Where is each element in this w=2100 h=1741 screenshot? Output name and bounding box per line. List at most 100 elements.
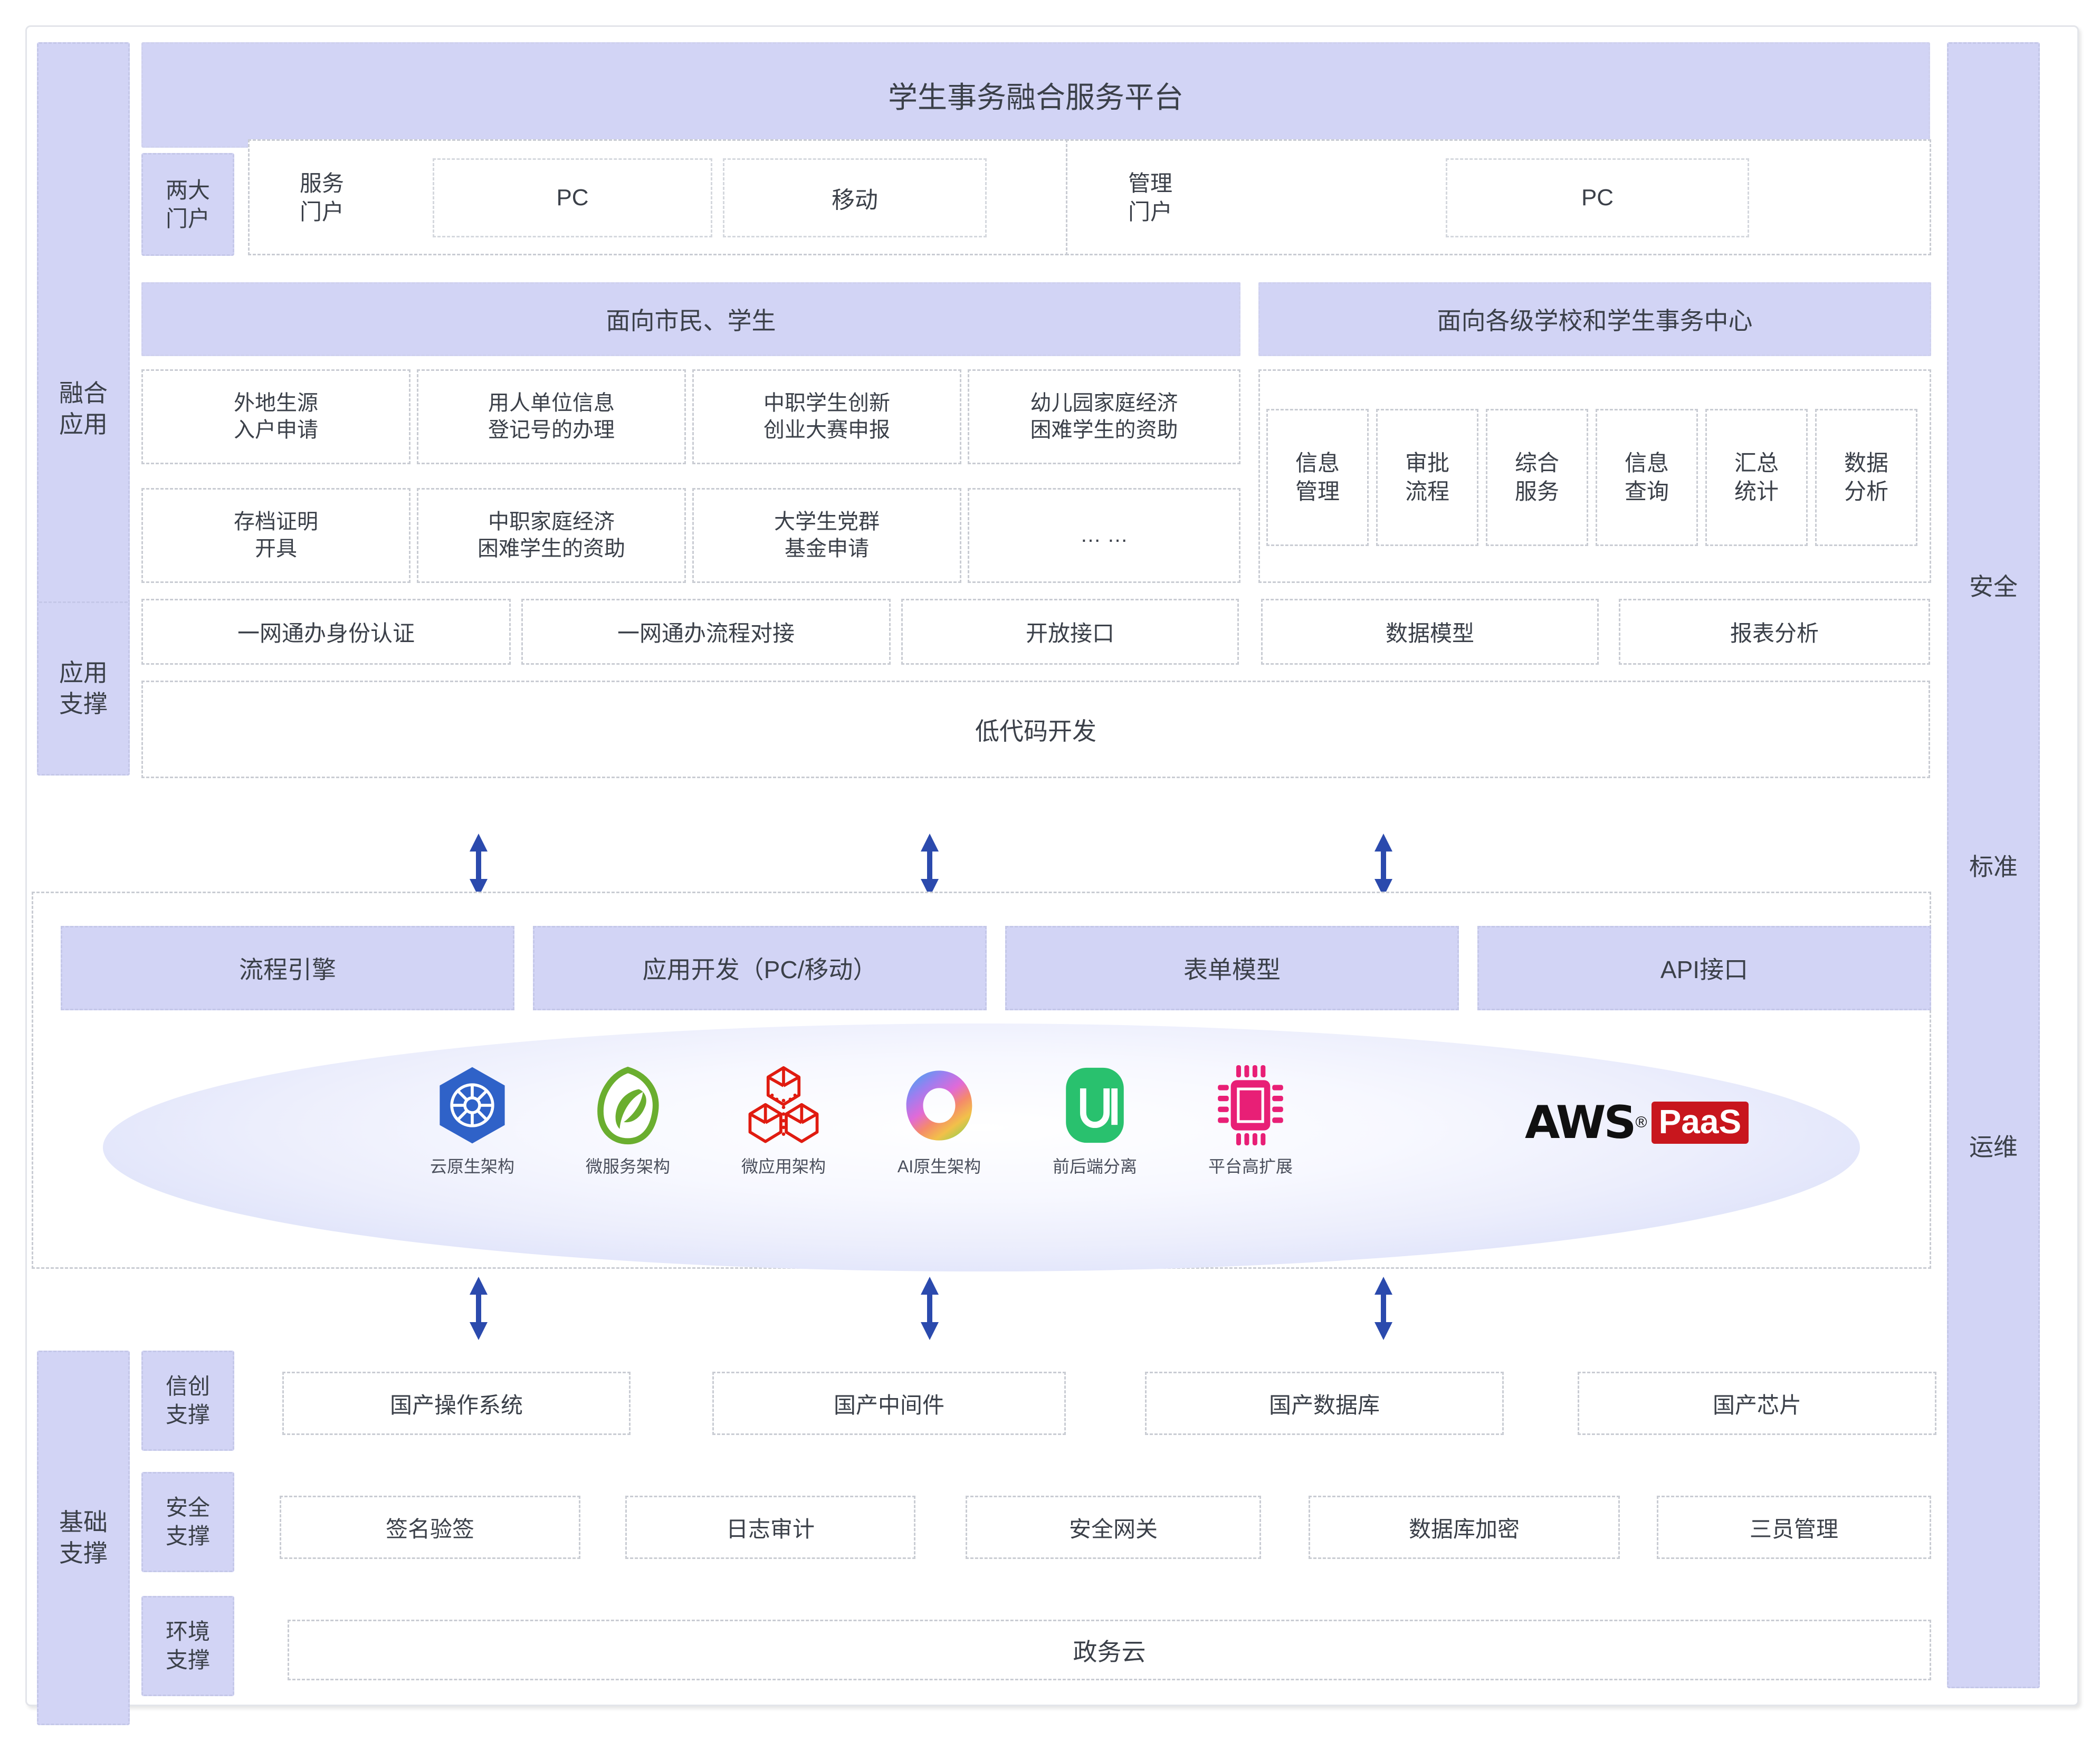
school-section-header-text: 面向各级学校和学生事务中心	[1437, 307, 1753, 334]
school-card[interactable]: 综合 服务	[1486, 409, 1588, 546]
infra-item[interactable]: 国产数据库	[1145, 1372, 1504, 1435]
citizen-card-label: 用人单位信息 登记号的办理	[488, 391, 615, 442]
paas-capability[interactable]: 流程引擎	[61, 926, 514, 1010]
citizen-card[interactable]: 中职学生创新 创业大赛申报	[692, 369, 961, 464]
service-portal-container	[248, 139, 1182, 255]
sidebar-right-security-label: 安全	[1969, 572, 2018, 600]
infra-row-label-text: 安全 支撑	[165, 1495, 210, 1548]
infra-item-govcloud[interactable]: 政务云	[288, 1620, 1931, 1680]
citizen-card-label: 中职学生创新 创业大赛申报	[763, 391, 890, 442]
portal-group-label: 两大 门户	[141, 153, 234, 256]
infra-item[interactable]: 国产芯片	[1578, 1372, 1936, 1435]
school-card-label: 综合 服务	[1514, 451, 1559, 504]
paas-capability[interactable]: API接口	[1477, 926, 1931, 1010]
paas-capability-label: API接口	[1660, 956, 1749, 983]
sidebar-left-base-support: 基础 支撑	[37, 1351, 130, 1725]
connector-arrow-lower-center	[921, 1277, 939, 1340]
school-section-header: 面向各级学校和学生事务中心	[1258, 282, 1931, 356]
connector-arrow-center	[921, 834, 939, 897]
infra-row-label-text: 环境 支撑	[165, 1619, 210, 1672]
manage-portal-label-text: 管理 门户	[1128, 171, 1172, 224]
connector-arrow-right	[1374, 834, 1392, 897]
citizen-card[interactable]: 存档证明 开具	[141, 488, 411, 583]
app-support-item-label: 数据模型	[1385, 621, 1474, 646]
page-title: 学生事务融合服务平台	[141, 42, 1930, 148]
sidebar-left-app-support-label: 应用 支撑	[59, 659, 108, 718]
app-support-item-label: 一网通办流程对接	[617, 621, 795, 646]
school-card[interactable]: 汇总 统计	[1705, 409, 1808, 546]
sidebar-right-operations-label: 运维	[1969, 1133, 2018, 1161]
infra-item[interactable]: 签名验签	[280, 1496, 580, 1559]
paas-capability[interactable]: 应用开发（PC/移动）	[533, 926, 987, 1010]
paas-icon-item[interactable]: 微应用架构	[731, 1066, 836, 1178]
ai-ring-icon	[886, 1066, 992, 1145]
service-portal-mobile[interactable]: 移动	[723, 158, 987, 237]
infra-item[interactable]: 日志审计	[625, 1496, 915, 1559]
service-portal-label-text: 服务 门户	[299, 171, 344, 224]
infra-item-label: 政务云	[1073, 1638, 1146, 1666]
app-support-item[interactable]: 一网通办流程对接	[521, 599, 891, 665]
infra-item-label: 国产中间件	[833, 1392, 944, 1418]
microapp-cubes-icon	[731, 1066, 836, 1145]
paas-icon-item[interactable]: 前后端分离	[1042, 1066, 1148, 1178]
paas-badge: PaaS	[1651, 1102, 1749, 1144]
citizen-card[interactable]: 外地生源 入户申请	[141, 369, 411, 464]
connector-arrow-lower-right	[1374, 1277, 1392, 1340]
infra-item[interactable]: 数据库加密	[1309, 1496, 1620, 1559]
school-card-label: 信息 查询	[1624, 451, 1669, 504]
sidebar-right: 安全 标准 运维	[1947, 42, 2040, 1688]
citizen-card-label: 中职家庭经济 困难学生的资助	[478, 510, 625, 560]
infra-item-label: 三员管理	[1749, 1516, 1838, 1542]
service-portal-label: 服务 门户	[264, 153, 380, 243]
app-support-item-label: 一网通办身份认证	[237, 621, 415, 646]
paas-icon-item[interactable]: AI原生架构	[886, 1066, 992, 1178]
paas-icon-item[interactable]: 微服务架构	[575, 1066, 681, 1178]
connector-arrow-lower-left	[470, 1277, 488, 1340]
infra-row-label-text: 信创 支撑	[165, 1374, 210, 1427]
app-support-item[interactable]: 数据模型	[1261, 599, 1599, 665]
citizen-card[interactable]: 幼儿园家庭经济 困难学生的资助	[968, 369, 1240, 464]
school-card[interactable]: 信息 查询	[1596, 409, 1698, 546]
aws-paas-logo: AWS ® PaaS	[1525, 1100, 1749, 1145]
infra-item[interactable]: 三员管理	[1657, 1496, 1931, 1559]
citizen-card-more[interactable]: … …	[968, 488, 1240, 583]
lowcode-dev-label: 低代码开发	[975, 717, 1096, 745]
citizen-card-label: 存档证明 开具	[234, 510, 318, 560]
registered-trademark-icon: ®	[1635, 1114, 1647, 1131]
sidebar-left-app-support: 应用 支撑	[37, 601, 130, 776]
paas-icon-item[interactable]: 平台高扩展	[1198, 1065, 1303, 1178]
infra-item-label: 国产数据库	[1268, 1392, 1380, 1418]
school-card-label: 数据 分析	[1844, 451, 1888, 504]
citizen-card[interactable]: 大学生党群 基金申请	[692, 488, 961, 583]
infra-item-label: 日志审计	[726, 1516, 815, 1542]
infra-item[interactable]: 国产中间件	[712, 1372, 1066, 1435]
diagram-frame	[25, 25, 2079, 1706]
infra-item[interactable]: 安全网关	[966, 1496, 1261, 1559]
citizen-card-more-label: … …	[1080, 523, 1129, 547]
icon-strip-glow	[103, 1023, 1860, 1271]
connector-arrow-left	[470, 834, 488, 897]
lowcode-dev-box[interactable]: 低代码开发	[141, 681, 1930, 778]
citizen-card-label: 外地生源 入户申请	[234, 391, 318, 442]
paas-capability-label: 表单模型	[1183, 956, 1281, 983]
citizen-card[interactable]: 中职家庭经济 困难学生的资助	[417, 488, 686, 583]
service-portal-pc[interactable]: PC	[433, 158, 712, 237]
app-support-item[interactable]: 一网通办身份认证	[141, 599, 511, 665]
school-card[interactable]: 数据 分析	[1815, 409, 1917, 546]
sidebar-right-standard-label: 标准	[1969, 853, 2018, 881]
school-card[interactable]: 审批 流程	[1376, 409, 1478, 546]
manage-portal-pc[interactable]: PC	[1446, 158, 1749, 237]
school-card[interactable]: 信息 管理	[1266, 409, 1369, 546]
paas-capability[interactable]: 表单模型	[1005, 926, 1459, 1010]
infra-item-label: 签名验签	[385, 1516, 474, 1542]
spring-leaf-icon	[575, 1066, 681, 1145]
chip-icon	[1198, 1065, 1303, 1145]
infra-item[interactable]: 国产操作系统	[282, 1372, 631, 1435]
school-card-label: 审批 流程	[1405, 451, 1449, 504]
app-support-item[interactable]: 开放接口	[901, 599, 1239, 665]
app-support-item[interactable]: 报表分析	[1619, 599, 1930, 665]
citizen-card[interactable]: 用人单位信息 登记号的办理	[417, 369, 686, 464]
paas-icon-item[interactable]: 云原生架构	[419, 1066, 525, 1178]
citizen-section-header-text: 面向市民、学生	[606, 307, 776, 334]
